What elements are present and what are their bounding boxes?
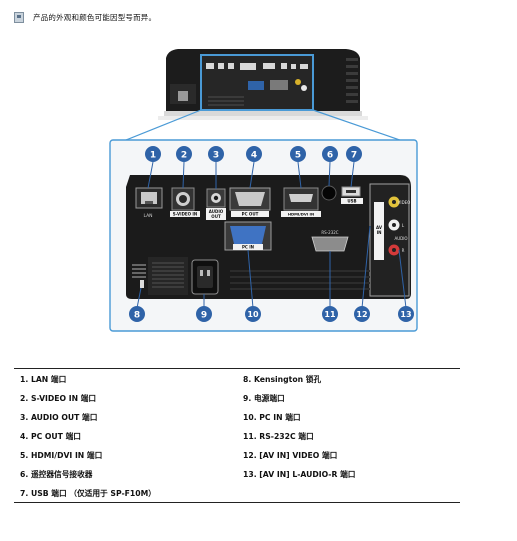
port-label-audio-l: L (402, 223, 405, 228)
note-text: 产品的外观和颜色可能因型号而异。 (33, 12, 157, 22)
svg-text:5: 5 (295, 150, 301, 160)
projector-photo (158, 49, 368, 120)
port-label-video: VIDEO (398, 200, 411, 205)
port-label-audio-out-2: OUT (211, 214, 221, 219)
legend-bottom-rule (14, 502, 460, 503)
svg-text:2: 2 (181, 150, 187, 160)
legend-item-av-video: 12. [AV IN] VIDEO 端口 (243, 451, 338, 460)
legend-top-rule (14, 368, 460, 369)
note: 产品的外观和颜色可能因型号而异。 (14, 8, 156, 26)
legend-item-remote-sensor: 6. 遥控器信号接收器 (20, 470, 93, 479)
svg-text:9: 9 (201, 310, 207, 320)
legend-item-kensington: 8. Kensington 锁孔 (243, 375, 322, 384)
svg-text:1: 1 (150, 150, 156, 160)
note-icon (14, 11, 24, 23)
callout-6: 6 (322, 146, 338, 162)
callout-13: 13 (398, 306, 414, 322)
callout-1: 1 (145, 146, 161, 162)
svg-text:10: 10 (247, 310, 259, 319)
port-label-audio: AUDIO (394, 236, 407, 241)
legend-item-pc-in: 10. PC IN 端口 (243, 413, 301, 422)
legend-item-pc-out: 4. PC OUT 端口 (20, 432, 81, 441)
svg-text:7: 7 (351, 150, 357, 160)
callout-5: 5 (290, 146, 306, 162)
callout-8: 8 (129, 306, 145, 322)
callout-9: 9 (196, 306, 212, 322)
callout-3: 3 (208, 146, 224, 162)
callout-12: 12 (354, 306, 370, 322)
back-panel: LAN S-VIDEO IN AUDIO OUT PC OUT HDMI/DVI (126, 175, 411, 299)
legend-right-column: 8. Kensington 锁孔 9. 电源端口 10. PC IN 端口 11… (243, 370, 473, 484)
port-label-av-in-1: AV (376, 225, 383, 230)
legend-item-usb: 7. USB 端口 （仅适用于 SP-F10M） (20, 489, 156, 498)
legend-item-av-audio: 13. [AV IN] L-AUDIO-R 端口 (243, 470, 356, 479)
svg-text:6: 6 (327, 150, 333, 160)
port-label-audio-out-1: AUDIO (209, 209, 224, 214)
port-label-hdmi: HDMI/DVI IN (288, 212, 314, 217)
legend-item-power: 9. 电源端口 (243, 394, 285, 403)
svg-text:8: 8 (134, 310, 140, 320)
port-label-pc-in: PC IN (242, 245, 254, 250)
callout-11: 11 (322, 306, 338, 322)
legend-item-s-video: 2. S-VIDEO IN 端口 (20, 394, 97, 403)
port-label-rs232c: RS-232C (321, 230, 338, 235)
port-legend: 1. LAN 端口 2. S-VIDEO IN 端口 3. AUDIO OUT … (14, 370, 460, 498)
callout-4: 4 (246, 146, 262, 162)
legend-item-lan: 1. LAN 端口 (20, 375, 67, 384)
callout-10: 10 (245, 306, 261, 322)
svg-text:4: 4 (251, 150, 257, 160)
port-label-lan: LAN (143, 213, 152, 219)
callout-2: 2 (176, 146, 192, 162)
projector-back-panel-figure: LAN S-VIDEO IN AUDIO OUT PC OUT HDMI/DVI (108, 36, 420, 334)
legend-item-hdmi: 5. HDMI/DVI IN 端口 (20, 451, 103, 460)
legend-left-column: 1. LAN 端口 2. S-VIDEO IN 端口 3. AUDIO OUT … (20, 370, 250, 503)
port-label-s-video: S-VIDEO IN (173, 212, 198, 217)
legend-item-audio-out: 3. AUDIO OUT 端口 (20, 413, 98, 422)
svg-text:11: 11 (324, 310, 336, 319)
svg-text:3: 3 (213, 150, 219, 160)
legend-item-rs232c: 11. RS-232C 端口 (243, 432, 314, 441)
port-label-audio-r: R (402, 248, 405, 253)
svg-text:13: 13 (400, 310, 411, 319)
callout-7: 7 (346, 146, 362, 162)
port-label-usb: USB (347, 199, 356, 204)
port-label-av-in-2: IN (377, 230, 382, 235)
port-label-pc-out: PC OUT (242, 212, 259, 217)
svg-text:12: 12 (356, 310, 367, 319)
